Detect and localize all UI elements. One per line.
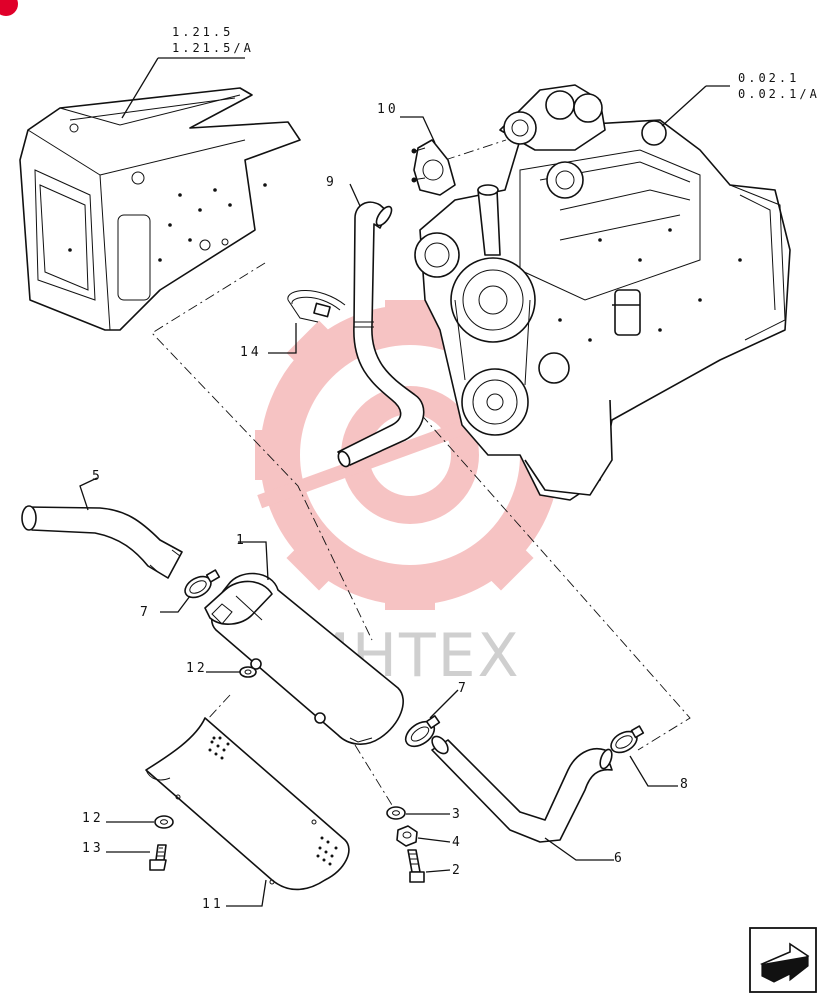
- part-2-bolt: [407, 849, 425, 883]
- tractor-front-frame: [19, 87, 301, 331]
- corner-badge: [0, 0, 18, 16]
- frame-reference-1: 1.21.5: [172, 25, 233, 39]
- part-3-washer: [386, 806, 406, 820]
- callout-13: 13: [82, 841, 104, 856]
- part-9-exhaust-elbow-pipe: [337, 201, 425, 468]
- part-8-hose-clamp: [610, 725, 645, 754]
- engine-reference-1: 0.02.1: [738, 71, 799, 85]
- callout-11: 11: [202, 897, 224, 912]
- callout-14: 14: [240, 345, 262, 360]
- callout-2: 2: [452, 863, 463, 878]
- callout-3: 3: [452, 807, 463, 822]
- part-7-hose-clamp-upper: [184, 569, 221, 599]
- engine-reference-2: 0.02.1/A: [738, 87, 820, 101]
- part-4-nut: [396, 825, 418, 847]
- next-page-arrow-icon[interactable]: [749, 927, 817, 993]
- part-11-heat-shield: [145, 717, 350, 891]
- callout-4: 4: [452, 835, 463, 850]
- part-10-flange-clamp: [411, 139, 456, 196]
- callout-8: 8: [680, 777, 691, 792]
- callout-7b: 7: [458, 681, 469, 696]
- callout-5: 5: [92, 469, 103, 484]
- callout-6: 6: [614, 851, 625, 866]
- frame-reference-2: 1.21.5/A: [172, 41, 254, 55]
- part-6-exhaust-pipe: [431, 735, 613, 843]
- callout-10: 10: [377, 102, 399, 117]
- part-5-tail-pipe: [21, 505, 183, 579]
- part-7-hose-clamp-lower: [404, 715, 441, 748]
- part-12-washer-upper: [239, 666, 257, 678]
- part-14-strap-clamp: [287, 290, 346, 323]
- engine-assembly: [414, 84, 791, 501]
- part-12-washer-lower: [154, 815, 174, 829]
- callout-12a: 12: [186, 661, 208, 676]
- part-13-bolt: [149, 844, 167, 871]
- callout-7a: 7: [140, 605, 151, 620]
- callout-12b: 12: [82, 811, 104, 826]
- callout-9: 9: [326, 175, 337, 190]
- part-1-muffler: [204, 572, 404, 745]
- callout-1: 1: [236, 533, 247, 548]
